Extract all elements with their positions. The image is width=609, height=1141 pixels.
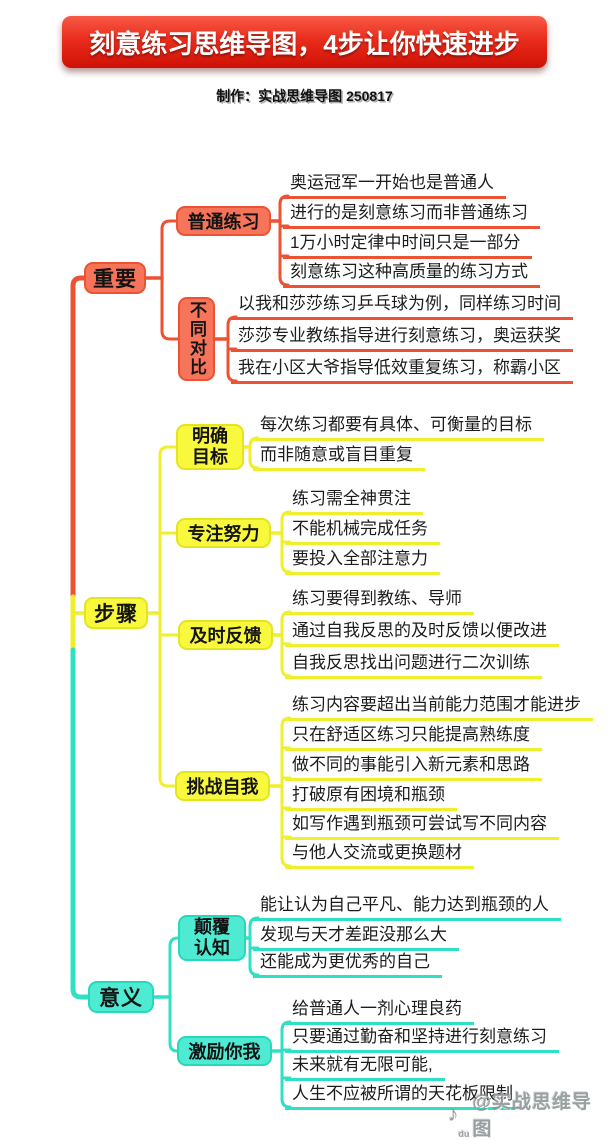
- leaf-item: 如写作遇到瓶颈可尝试写不同内容: [285, 811, 559, 840]
- leaf-item: 发现与天才差距没那么大: [253, 922, 459, 951]
- leaf-item: 做不同的事能引入新元素和思路: [285, 752, 542, 781]
- branch-steps: 步骤: [84, 597, 148, 629]
- branch-meaning: 意义: [88, 981, 154, 1013]
- leaf-item: 未来就有无限可能,: [285, 1052, 445, 1081]
- leaf-item: 给普通人一剂心理良药: [285, 996, 474, 1025]
- leaf-item: 不能机械完成任务: [285, 516, 440, 545]
- leaf-item: 刻意练习这种高质量的练习方式: [283, 259, 540, 288]
- leaf-item: 进行的是刻意练习而非普通练习: [283, 200, 540, 229]
- watermark-du-label: du: [459, 1129, 470, 1139]
- leaf-item: 通过自我反思的及时反馈以便改进: [285, 618, 559, 647]
- leaf-item: 每次练习都要有具体、可衡量的目标: [253, 412, 544, 441]
- leaf-item: 练习要得到教练、导师: [285, 586, 474, 615]
- subtopic-timely-feedback: 及时反馈: [178, 620, 273, 650]
- watermark: ♪ du @实战思维导图: [448, 1087, 609, 1141]
- connectors-steps-branch: [73, 438, 290, 866]
- leaf-item: 打破原有困境和瓶颈: [285, 782, 457, 811]
- leaf-item: 与他人交流或更换题材: [285, 840, 474, 869]
- leaf-item: 还能成为更优秀的自己: [253, 949, 442, 978]
- leaf-item: 1万小时定律中时间只是一部分: [283, 230, 532, 259]
- subtopic-challenge-self: 挑战自我: [175, 771, 270, 801]
- leaf-item: 练习内容要超出当前能力范围才能进步: [285, 692, 593, 721]
- subtopic-focused-effort: 专注努力: [176, 518, 271, 548]
- douyin-note-icon: ♪: [448, 1104, 459, 1125]
- subtopic-comparison: 不同对比: [178, 297, 215, 381]
- branch-important: 重要: [84, 262, 146, 294]
- subtopic-ordinary-practice: 普通练习: [176, 206, 271, 236]
- leaf-item: 莎莎专业教练指导进行刻意练习，奥运获奖: [231, 323, 573, 352]
- leaf-item: 自我反思找出问题进行二次训练: [285, 650, 542, 679]
- leaf-item: 要投入全部注意力: [285, 546, 440, 575]
- subtopic-cognition-shift: 颠覆认知: [178, 915, 246, 961]
- subtopic-clear-goal: 明确目标: [176, 424, 244, 470]
- watermark-text: @实战思维导图: [473, 1087, 609, 1141]
- leaf-item: 我在小区大爷指导低效重复练习，称霸小区: [231, 355, 573, 384]
- leaf-item: 而非随意或盲目重复: [253, 442, 425, 471]
- leaf-item: 以我和莎莎练习乒乓球为例，同样练习时间: [231, 291, 573, 320]
- leaf-item: 奥运冠军一开始也是普通人: [283, 170, 506, 199]
- subtopic-motivation: 激励你我: [177, 1036, 272, 1066]
- leaf-item: 只要通过勤奋和坚持进行刻意练习: [285, 1024, 559, 1053]
- leaf-item: 练习需全神贯注: [285, 486, 423, 515]
- leaf-item: 只在舒适区练习只能提高熟练度: [285, 722, 542, 751]
- leaf-item: 能让认为自己平凡、能力达到瓶颈的人: [253, 892, 561, 921]
